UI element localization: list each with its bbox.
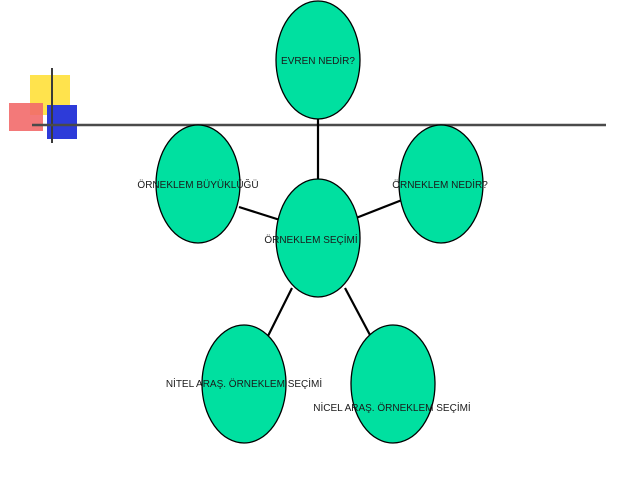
connectors — [238, 118, 403, 337]
connector-nicel — [344, 287, 371, 336]
connector-buyukluk — [238, 205, 281, 222]
decorative-logo — [9, 68, 77, 143]
node-orneklem-nedir[interactable] — [398, 124, 484, 244]
label-nitel: NİTEL ARAŞ. ÖRNEKLEM SEÇİMİ — [166, 377, 322, 390]
node-center[interactable] — [275, 178, 361, 298]
connector-orneklem-nedir — [355, 198, 403, 220]
connector-nitel — [267, 287, 293, 337]
nodes — [155, 0, 484, 444]
label-nicel: NİCEL ARAŞ. ÖRNEKLEM SEÇİMİ — [313, 401, 470, 414]
node-nicel[interactable] — [350, 324, 436, 444]
logo-red-square — [9, 103, 43, 131]
label-center: ÖRNEKLEM SEÇİMİ — [264, 233, 357, 246]
node-evren[interactable] — [275, 0, 361, 120]
node-buyukluk[interactable] — [155, 124, 241, 244]
label-buyukluk: ÖRNEKLEM BÜYÜKLÜĞÜ — [137, 178, 258, 191]
label-orneklem-nedir: ÖRNEKLEM NEDİR? — [392, 178, 488, 191]
label-evren: EVREN NEDİR? — [281, 54, 355, 67]
node-nitel[interactable] — [201, 324, 287, 444]
